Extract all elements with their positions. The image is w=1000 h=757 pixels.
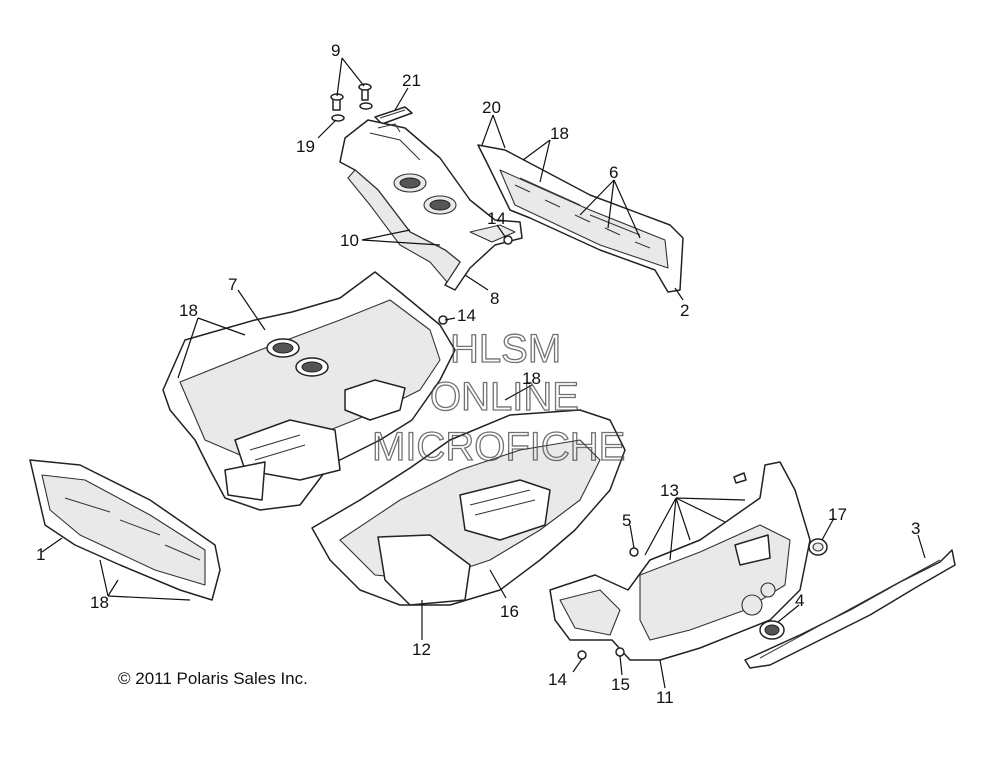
callout-21: 21 <box>402 71 421 90</box>
callout-5: 5 <box>622 511 631 530</box>
callout-14-console: 14 <box>487 209 506 228</box>
callout-18-rear-floor: 18 <box>179 301 198 320</box>
callout-19: 19 <box>296 137 315 156</box>
part-17-plug <box>808 538 828 556</box>
callout-18-top: 18 <box>550 124 569 143</box>
part-21-pad <box>374 106 413 125</box>
callout-1: 1 <box>36 545 45 564</box>
part-4-grommet <box>759 620 785 640</box>
callout-15: 15 <box>611 675 630 694</box>
watermark: HLSM ONLINE MICROFICHE <box>371 326 626 469</box>
callout-14-floor: 14 <box>457 306 476 325</box>
callout-labels: 9 21 19 20 18 6 14 10 8 2 7 18 14 18 1 1… <box>36 41 920 707</box>
callout-6: 6 <box>609 163 618 182</box>
leader-lines <box>41 57 926 689</box>
callout-3: 3 <box>911 519 920 538</box>
watermark-line-2: ONLINE <box>430 375 579 419</box>
callout-4: 4 <box>795 591 804 610</box>
callout-13: 13 <box>660 481 679 500</box>
part-7-rear-floor <box>162 271 456 511</box>
part-8-center-console <box>339 119 523 291</box>
callout-16: 16 <box>500 602 519 621</box>
callout-18-left-rail: 18 <box>90 593 109 612</box>
part-9-fasteners <box>330 83 373 122</box>
callout-11: 11 <box>656 688 674 707</box>
part-2-side-rail <box>477 144 684 293</box>
callout-18-mid: 18 <box>522 369 541 388</box>
callout-17: 17 <box>828 505 847 524</box>
callout-8: 8 <box>490 289 499 308</box>
part-1-side-rail <box>29 459 221 601</box>
callout-20: 20 <box>482 98 501 117</box>
part-11-footwell <box>549 461 811 661</box>
copyright-notice: © 2011 Polaris Sales Inc. <box>118 669 308 688</box>
callout-10: 10 <box>340 231 359 250</box>
callout-12: 12 <box>412 640 431 659</box>
callout-9: 9 <box>331 41 340 60</box>
watermark-line-3: MICROFICHE <box>372 425 625 469</box>
part-12-front-floor <box>311 409 626 606</box>
callout-14-bottom: 14 <box>548 670 567 689</box>
callout-2: 2 <box>680 301 689 320</box>
part-3-trim-strip <box>744 549 956 669</box>
watermark-line-1: HLSM <box>450 327 561 371</box>
callout-7: 7 <box>228 275 237 294</box>
